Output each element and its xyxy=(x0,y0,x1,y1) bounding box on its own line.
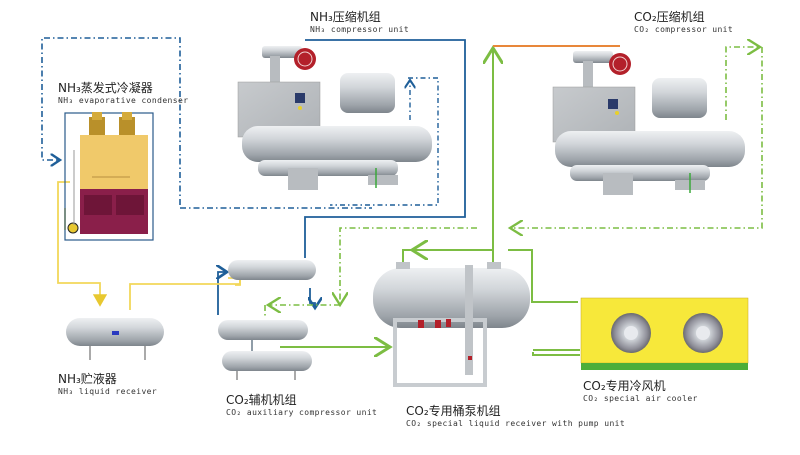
co2-air-cooler-label-en: CO₂ special air cooler xyxy=(583,394,698,403)
co2-pump-receiver-label-en: CO₂ special liquid receiver with pump un… xyxy=(406,419,626,428)
co2-liquid-line xyxy=(280,48,580,355)
nh3-evaporative-condenser xyxy=(64,112,154,241)
nh3-condenser-label-zh: NH₃蒸发式冷凝器 xyxy=(58,81,153,95)
nh3-suction-line xyxy=(218,39,466,315)
co2-discharge-line xyxy=(264,47,763,318)
co2-compressor-label-en: CO₂ compressor unit xyxy=(634,25,734,34)
nh3-receiver-label: NH₃贮液器 NH₃ liquid receiver xyxy=(58,373,157,396)
co2-aux-label-en: CO₂ auxiliary compressor unit xyxy=(226,408,378,417)
nh3-compressor-label: NH₃压缩机组 NH₃ compressor unit xyxy=(310,11,409,34)
co2-air-cooler-label: CO₂专用冷风机 CO₂ special air cooler xyxy=(583,380,698,403)
nh3-receiver-label-en: NH₃ liquid receiver xyxy=(58,387,158,396)
nh3-compressor-label-zh: NH₃压缩机组 xyxy=(310,10,381,24)
nh3-oil-loop xyxy=(330,77,439,206)
co2-compressor-label: CO₂压缩机组 CO₂ compressor unit xyxy=(634,11,733,34)
co2-air-cooler xyxy=(580,297,749,370)
nh3-discharge-line xyxy=(41,37,372,209)
co2-pump-receiver-label: CO₂专用桶泵机组 CO₂ special liquid receiver wi… xyxy=(406,405,625,428)
co2-air-cooler-label-zh: CO₂专用冷风机 xyxy=(583,379,666,393)
co2-aux-label-zh: CO₂辅机机组 xyxy=(226,393,297,407)
co2-aux-label: CO₂辅机机组 CO₂ auxiliary compressor unit xyxy=(226,394,377,417)
co2-pump-receiver-label-zh: CO₂专用桶泵机组 xyxy=(406,404,501,418)
co2-pump-receiver-unit xyxy=(373,262,530,387)
nh3-liquid-receiver xyxy=(66,318,164,360)
nh3-condenser-label: NH₃蒸发式冷凝器 NH₃ evaporative condenser xyxy=(58,82,188,105)
nh3-condenser-label-en: NH₃ evaporative condenser xyxy=(58,96,189,105)
nh3-compressor-unit xyxy=(237,46,432,190)
co2-auxiliary-unit xyxy=(218,260,316,380)
co2-compressor-unit xyxy=(552,51,745,195)
co2-compressor-label-zh: CO₂压缩机组 xyxy=(634,10,705,24)
nh3-compressor-label-en: NH₃ compressor unit xyxy=(310,25,410,34)
nh3-receiver-label-zh: NH₃贮液器 xyxy=(58,372,117,386)
